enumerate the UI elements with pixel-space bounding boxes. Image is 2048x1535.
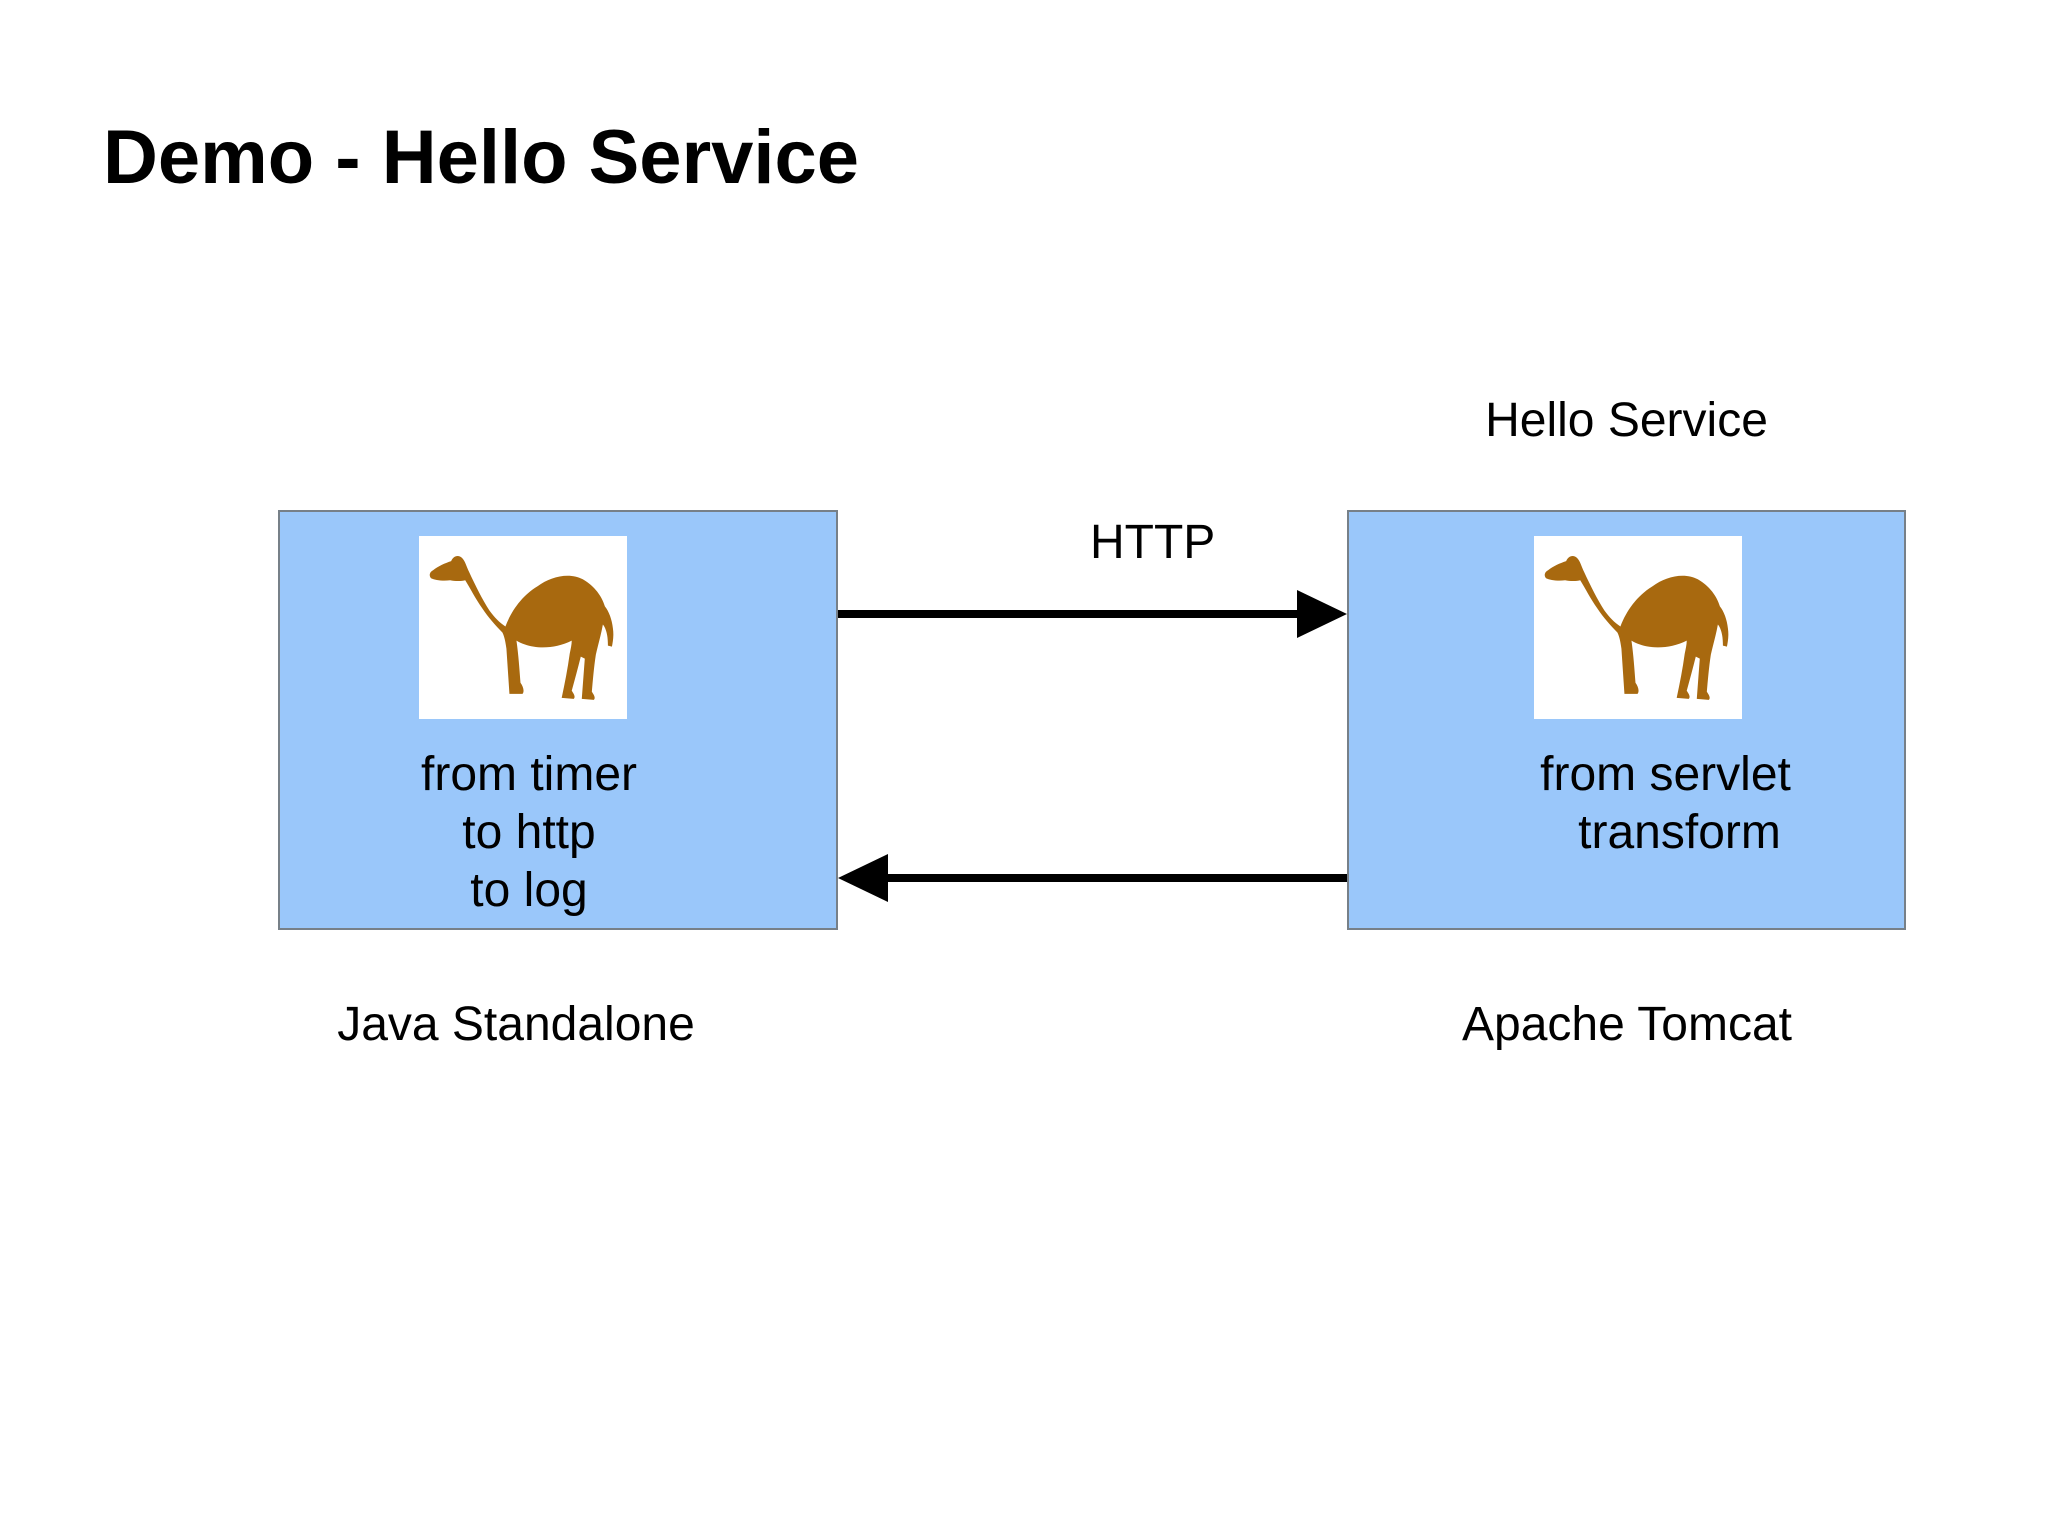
node-apache-tomcat: from servlet transform xyxy=(1347,510,1906,930)
request-arrow-head-icon xyxy=(1297,590,1347,638)
camel-logo-panel xyxy=(419,536,627,719)
route-line: from timer xyxy=(421,748,637,801)
request-arrow-shaft xyxy=(838,610,1300,618)
caption-java-standalone: Java Standalone xyxy=(337,998,695,1051)
node-java-standalone: from timer to http to log xyxy=(278,510,838,930)
route-line: to log xyxy=(470,864,588,917)
camel-logo-panel xyxy=(1534,536,1742,719)
slide-title: Demo - Hello Service xyxy=(103,115,860,200)
route-definition: from servlet transform xyxy=(1388,746,1943,862)
camel-icon xyxy=(429,556,614,700)
response-arrow-head-icon xyxy=(838,854,888,902)
route-line: transform xyxy=(1578,806,1781,859)
response-arrow-shaft xyxy=(888,874,1347,882)
http-arrow-label: HTTP xyxy=(1090,516,1216,569)
caption-apache-tomcat: Apache Tomcat xyxy=(1462,998,1792,1051)
route-line: from servlet xyxy=(1540,748,1791,801)
route-definition: from timer to http to log xyxy=(251,746,807,920)
camel-icon xyxy=(1544,556,1729,700)
hello-service-label: Hello Service xyxy=(1485,394,1768,447)
route-line: to http xyxy=(462,806,596,859)
